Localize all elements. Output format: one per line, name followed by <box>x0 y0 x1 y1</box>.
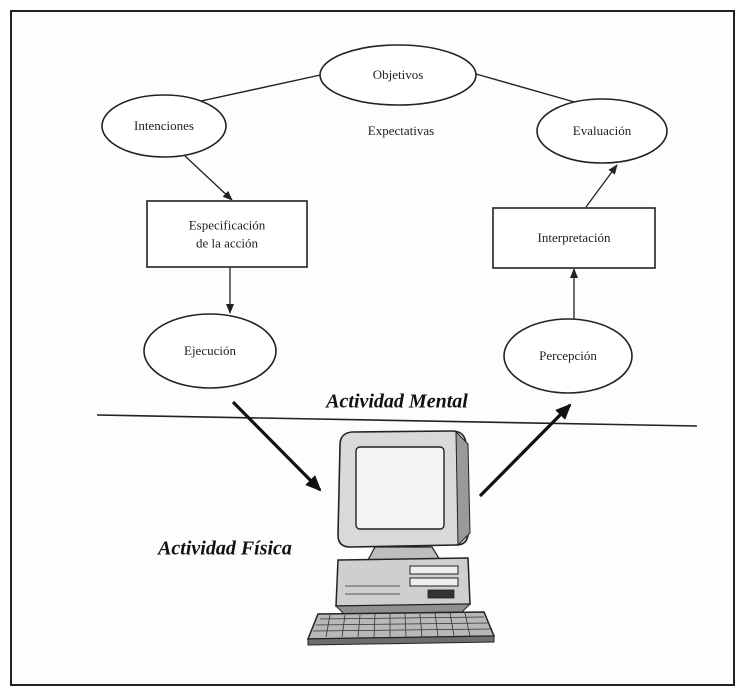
arrow-intenciones-especificacion <box>184 155 233 201</box>
expectativas-label: Expectativas <box>367 123 435 139</box>
especificacion-box <box>146 200 308 268</box>
percepcion-label: Percepción <box>539 348 597 364</box>
interpretacion-label: Interpretación <box>537 230 611 246</box>
percepcion-node <box>503 318 633 394</box>
evaluacion-node <box>536 98 668 164</box>
arrow-ejecucion-computer <box>231 400 322 492</box>
activity-divider <box>96 414 698 427</box>
actividad-fisica-label: Actividad Física <box>158 537 292 560</box>
intenciones-label: Intenciones <box>134 118 194 134</box>
desktop-computer-icon <box>306 430 496 646</box>
objetivos-label: Objetivos <box>372 67 424 83</box>
ejecucion-node <box>143 313 277 389</box>
arrow-interpretacion-evaluacion <box>585 164 618 208</box>
actividad-mental-label: Actividad Mental <box>326 390 468 413</box>
especificacion-line2: de la acción <box>195 235 259 250</box>
ejecucion-label: Ejecución <box>184 343 236 359</box>
connector-objetivos-evaluacion <box>475 73 579 104</box>
especificacion-line1: Especificación <box>188 217 266 233</box>
especificacion-label: Especificación de la acción <box>189 216 266 251</box>
intenciones-node <box>101 94 227 158</box>
objetivos-node <box>319 44 477 106</box>
evaluacion-label: Evaluación <box>572 123 632 139</box>
arrow-computer-percepcion <box>478 403 572 498</box>
